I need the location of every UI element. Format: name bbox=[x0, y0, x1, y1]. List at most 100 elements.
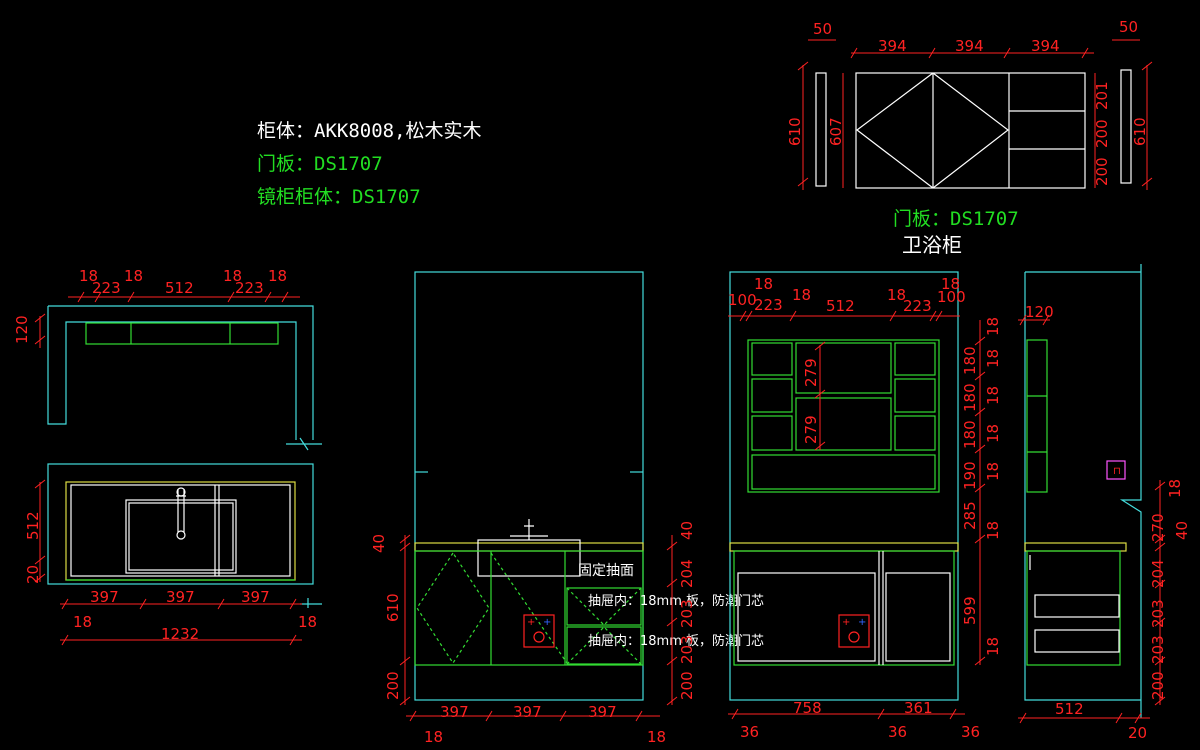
dim-610: 610 bbox=[384, 593, 402, 622]
plan-vanity bbox=[47, 463, 322, 608]
dim-18: 18 bbox=[984, 521, 1002, 540]
fixed-drawer-label: 固定抽面 bbox=[578, 563, 634, 579]
dim-1232: 1232 bbox=[161, 625, 199, 643]
dim-200: 200 bbox=[678, 671, 696, 700]
dim-180: 180 bbox=[961, 383, 979, 412]
dim-512: 512 bbox=[24, 511, 42, 540]
dim-200-b: 200 bbox=[1093, 157, 1111, 186]
dim-512: 512 bbox=[826, 297, 855, 315]
dim-279: 279 bbox=[802, 415, 820, 444]
dim-50-right: 50 bbox=[1119, 18, 1138, 36]
dim-180: 180 bbox=[961, 420, 979, 449]
dim-203: 203 bbox=[678, 635, 696, 664]
dim-397: 397 bbox=[588, 703, 617, 721]
dim-100: 100 bbox=[937, 288, 966, 306]
dim-120: 120 bbox=[13, 315, 31, 344]
door-swing-mid bbox=[932, 72, 1009, 189]
dim-758: 758 bbox=[793, 699, 822, 717]
dim-18: 18 bbox=[941, 275, 960, 293]
dim-201: 201 bbox=[1093, 81, 1111, 110]
tiny-note-b: 抽屉内：18mm 板，防潮门芯 bbox=[588, 633, 764, 649]
mirror-cabinet-note: 镜柜柜体：DS1707 bbox=[257, 186, 421, 208]
dim-18: 18 bbox=[1166, 479, 1184, 498]
dim-190: 190 bbox=[961, 461, 979, 490]
drawing-title: 卫浴柜 bbox=[902, 233, 962, 257]
dim-18: 18 bbox=[424, 728, 443, 746]
dim-18: 18 bbox=[984, 462, 1002, 481]
dim-18: 18 bbox=[984, 349, 1002, 368]
dim-18: 18 bbox=[984, 424, 1002, 443]
dim-512: 512 bbox=[165, 279, 194, 297]
dim-200: 200 bbox=[1149, 671, 1167, 700]
dim-180: 180 bbox=[961, 346, 979, 375]
dim-200: 200 bbox=[384, 671, 402, 700]
dim-397: 397 bbox=[166, 588, 195, 606]
dim-50-left: 50 bbox=[813, 20, 832, 38]
dim-610-right: 610 bbox=[1131, 117, 1149, 146]
dim-270: 270 bbox=[1149, 513, 1167, 542]
dim-100: 100 bbox=[728, 291, 757, 309]
back-elevation bbox=[729, 271, 959, 701]
plus-symbol-blue: + bbox=[543, 617, 551, 628]
dim-394-a: 394 bbox=[878, 37, 907, 55]
dim-394-b: 394 bbox=[955, 37, 984, 55]
dim-18: 18 bbox=[223, 267, 242, 285]
dim-204: 204 bbox=[678, 559, 696, 588]
dim-120: 120 bbox=[1025, 303, 1054, 321]
plus-symbol: + bbox=[842, 617, 850, 628]
dim-397: 397 bbox=[90, 588, 119, 606]
dim-36: 36 bbox=[961, 723, 980, 741]
dim-18: 18 bbox=[298, 613, 317, 631]
right-end-panel bbox=[1120, 69, 1132, 184]
cabinet-body-note: 柜体：AKK8008,松木实木 bbox=[257, 120, 482, 142]
top-door-note: 门板：DS1707 bbox=[893, 208, 1019, 230]
tiny-note-a: 抽屉内：18mm 板，防潮门芯 bbox=[588, 593, 764, 609]
dim-203: 203 bbox=[678, 599, 696, 628]
door-swing-left bbox=[856, 72, 934, 189]
plan-upper bbox=[47, 305, 322, 451]
back-elev-dims bbox=[728, 310, 986, 720]
dim-36: 36 bbox=[888, 723, 907, 741]
door-panel-note: 门板：DS1707 bbox=[257, 153, 383, 175]
front-elevation bbox=[414, 271, 644, 701]
door-frame bbox=[855, 72, 1086, 189]
dim-223: 223 bbox=[235, 279, 264, 297]
dim-599: 599 bbox=[961, 596, 979, 625]
dim-40: 40 bbox=[678, 521, 696, 540]
dim-20: 20 bbox=[24, 565, 42, 584]
dim-223: 223 bbox=[903, 297, 932, 315]
dim-18: 18 bbox=[754, 275, 773, 293]
dim-223: 223 bbox=[92, 279, 121, 297]
plan-upper-dims bbox=[34, 291, 300, 348]
dim-18: 18 bbox=[984, 386, 1002, 405]
dim-279: 279 bbox=[802, 358, 820, 387]
dim-610-left: 610 bbox=[786, 117, 804, 146]
dim-18: 18 bbox=[887, 286, 906, 304]
socket-icon: ⊓ bbox=[1113, 466, 1121, 477]
dim-40: 40 bbox=[1173, 521, 1191, 540]
dim-203: 203 bbox=[1149, 599, 1167, 628]
top-door-plan bbox=[815, 69, 1132, 189]
plus-symbol-blue: + bbox=[858, 617, 866, 628]
left-end-panel bbox=[815, 72, 827, 187]
dim-223: 223 bbox=[754, 296, 783, 314]
top-plan-dimensions bbox=[797, 39, 1153, 190]
dim-203: 203 bbox=[1149, 635, 1167, 664]
plan-vanity-dims bbox=[34, 479, 302, 646]
dim-20: 20 bbox=[1128, 724, 1147, 742]
dim-361: 361 bbox=[904, 699, 933, 717]
dim-394-c: 394 bbox=[1031, 37, 1060, 55]
dim-285: 285 bbox=[961, 501, 979, 530]
dim-40: 40 bbox=[370, 534, 388, 553]
dim-18: 18 bbox=[79, 267, 98, 285]
dim-397: 397 bbox=[440, 703, 469, 721]
dim-18: 18 bbox=[984, 637, 1002, 656]
dim-397: 397 bbox=[241, 588, 270, 606]
front-elev-dims bbox=[399, 534, 678, 722]
dim-36: 36 bbox=[740, 723, 759, 741]
plus-symbol: + bbox=[527, 617, 535, 628]
dim-512: 512 bbox=[1055, 700, 1084, 718]
dim-18: 18 bbox=[124, 267, 143, 285]
side-section bbox=[1024, 264, 1142, 718]
dim-18: 18 bbox=[73, 613, 92, 631]
